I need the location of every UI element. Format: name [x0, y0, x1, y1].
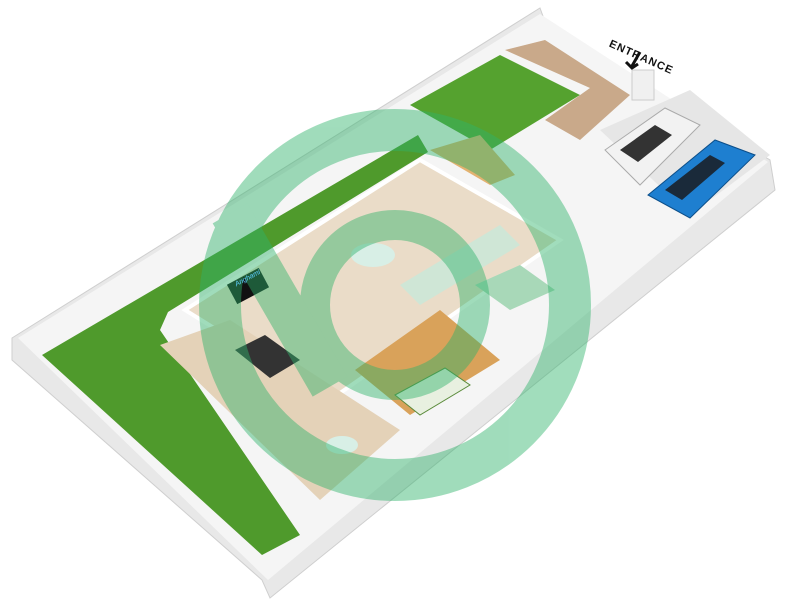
staircase [430, 135, 515, 185]
bed [394, 367, 471, 416]
bedroom-floor [355, 310, 500, 415]
patio [160, 320, 400, 500]
entrance-pillar [631, 69, 655, 101]
tv [226, 267, 270, 305]
garden-left [42, 135, 428, 555]
watermark-logo [199, 109, 591, 501]
sofa [235, 335, 300, 378]
patio-table [326, 436, 358, 454]
entrance-arrow-icon [624, 51, 642, 70]
kitchen-wall [400, 225, 520, 305]
bath-block [475, 265, 555, 310]
entrance-path [505, 40, 630, 140]
garden-back [410, 55, 580, 150]
car-white [604, 107, 701, 186]
dining-table [351, 243, 395, 267]
car-blue [647, 139, 756, 219]
parking [600, 90, 770, 215]
